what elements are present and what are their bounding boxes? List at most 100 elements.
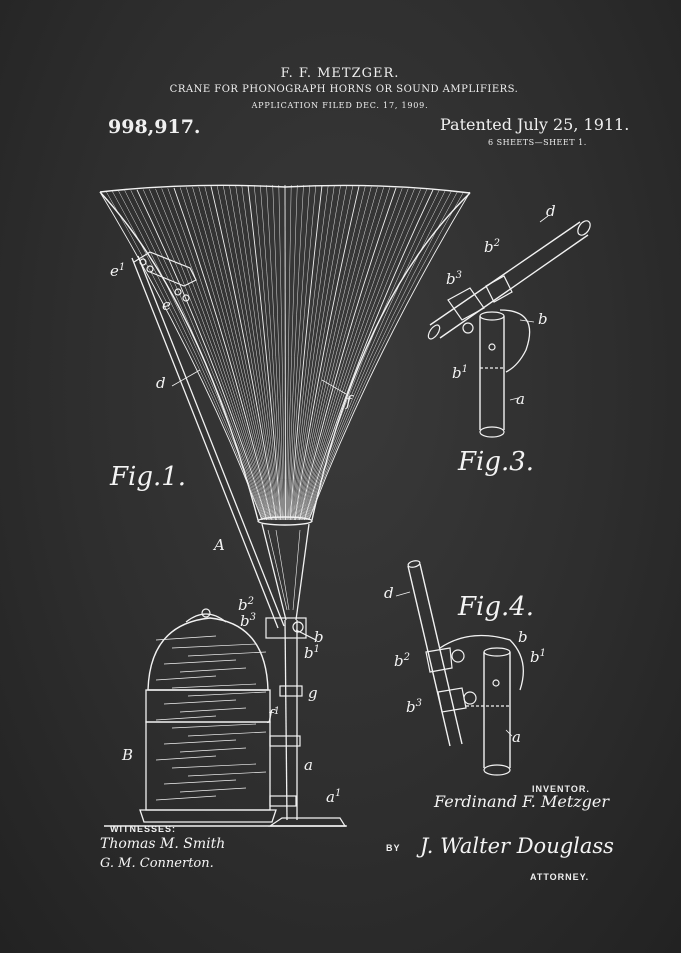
- label-e1: e1: [110, 262, 126, 280]
- cabinet-hatch-line: [187, 731, 267, 737]
- label-b3: b3: [240, 612, 256, 630]
- application-filed: APPLICATION FILED DEC. 17, 1909.: [251, 101, 429, 110]
- fig1-title: Fig.1.: [110, 462, 187, 492]
- fig4-label-b2: b2: [394, 652, 410, 670]
- patent-number: 998,917.: [108, 116, 201, 138]
- horn-pleat-line: [292, 185, 341, 521]
- horn-pleat-line: [210, 186, 277, 521]
- fig3-label-d: d: [546, 202, 556, 220]
- patented-date: Patented July 25, 1911.: [440, 115, 630, 134]
- horn-pleat-line: [192, 187, 275, 521]
- horn-pleat-line: [198, 186, 275, 521]
- patent-title: CRANE FOR PHONOGRAPH HORNS OR SOUND AMPL…: [169, 84, 519, 95]
- horn-pleat-line: [296, 186, 372, 521]
- horn-pleat-line: [112, 191, 264, 521]
- label-A: A: [214, 536, 225, 554]
- cabinet-hatch-line: [163, 659, 237, 665]
- horn-pleat-line: [291, 185, 335, 521]
- horn-bell: [99, 184, 471, 521]
- horn-pleat-line: [303, 189, 428, 521]
- cabinet-hatch-line: [155, 635, 217, 641]
- cabinet-hatch-line: [179, 707, 247, 713]
- horn-pleat-line: [284, 184, 286, 521]
- horn-pleat-line: [286, 184, 298, 521]
- fig4-label-d: d: [384, 584, 394, 602]
- label-f: f: [346, 392, 352, 410]
- label-a: a: [304, 756, 313, 774]
- horn-pleat-line: [289, 185, 317, 521]
- horn-pleat-line: [118, 190, 265, 521]
- horn-pleat-line: [307, 191, 458, 521]
- cabinet-hatch-line: [179, 747, 247, 753]
- horn-pleat-line: [186, 187, 274, 521]
- inventor-label: INVENTOR.: [532, 784, 590, 794]
- horn-pleat-line: [289, 185, 323, 521]
- cabinet-hatch-line: [155, 675, 217, 681]
- label-b: b: [314, 628, 324, 646]
- horn-pleat-line: [294, 186, 360, 521]
- cabinet-hatch-line: [171, 763, 257, 769]
- cabinet-hatch-line: [155, 795, 217, 801]
- horn-pleat-line: [130, 190, 267, 521]
- horn-pleat-line: [260, 185, 283, 521]
- fig4-title: Fig.4.: [458, 592, 535, 622]
- inventor-header: F. F. METZGER.: [280, 66, 400, 81]
- attorney-signature: J. Walter Douglass: [420, 834, 614, 858]
- label-b1: b1: [304, 644, 320, 662]
- horn-pleat-line: [155, 188, 270, 521]
- horn-pleat-line: [287, 185, 304, 521]
- horn-pleat-line: [247, 185, 282, 521]
- fig4-drawing: [407, 560, 524, 776]
- fig3-label-a: a: [516, 390, 525, 408]
- cabinet-shading: [155, 635, 267, 801]
- horn-pleat-line: [149, 189, 269, 521]
- horn-pleat-line: [99, 191, 263, 521]
- witness-signature-2: G. M. Connerton.: [100, 856, 214, 871]
- cabinet-hatch-line: [171, 683, 257, 689]
- horn-pleat-line: [300, 188, 403, 521]
- horn-pleat-line: [229, 185, 279, 521]
- horn-pleat-line: [300, 188, 409, 521]
- horn-pleat-line: [179, 187, 273, 521]
- witness-signature-1: Thomas M. Smith: [100, 836, 226, 852]
- label-f1: f1: [268, 706, 280, 724]
- horn-pleat-line: [293, 185, 347, 521]
- label-b2: b2: [238, 596, 254, 614]
- horn-pleat-line: [298, 187, 391, 521]
- horn-pleat-line: [297, 187, 378, 521]
- cabinet-hatch-line: [163, 699, 237, 705]
- label-g: g: [308, 684, 318, 702]
- horn-pleat-line: [266, 185, 284, 521]
- horn-pleat-line: [142, 189, 268, 521]
- fig4-label-a: a: [512, 728, 521, 746]
- horn-pleat-line: [286, 184, 292, 521]
- label-B: B: [122, 746, 134, 764]
- horn-pleat-line: [290, 185, 329, 521]
- cabinet-hatch-line: [171, 643, 257, 649]
- fig3-drawing: [427, 220, 591, 438]
- horn-pleat-line: [173, 187, 272, 521]
- cabinet-hatch-line: [187, 771, 267, 777]
- fig4-label-b3: b3: [406, 698, 422, 716]
- label-d: d: [156, 374, 166, 392]
- fig4-label-b1: b1: [530, 648, 546, 666]
- horn-pleat-line: [295, 186, 366, 521]
- attorney-label: ATTORNEY.: [530, 872, 590, 882]
- sheet-count: 6 SHEETS—SHEET 1.: [488, 138, 587, 147]
- horn-pleat-line: [297, 187, 384, 521]
- horn-pleat-line: [301, 188, 415, 521]
- cabinet-hatch-line: [163, 739, 237, 745]
- horn-pleat-line: [161, 188, 271, 521]
- fig3-title: Fig.3.: [458, 447, 535, 477]
- inventor-signature: Ferdinand F. Metzger: [434, 792, 610, 811]
- horn-pleat-line: [308, 191, 471, 521]
- horn-pleat-line: [223, 185, 278, 521]
- horn-pleat-line: [307, 191, 464, 521]
- horn-pleat-line: [288, 185, 310, 521]
- by-label: BY: [386, 843, 401, 853]
- fig3-label-b2: b2: [484, 238, 500, 256]
- cabinet-hatch-line: [187, 651, 267, 657]
- horn-pleat-line: [253, 185, 282, 521]
